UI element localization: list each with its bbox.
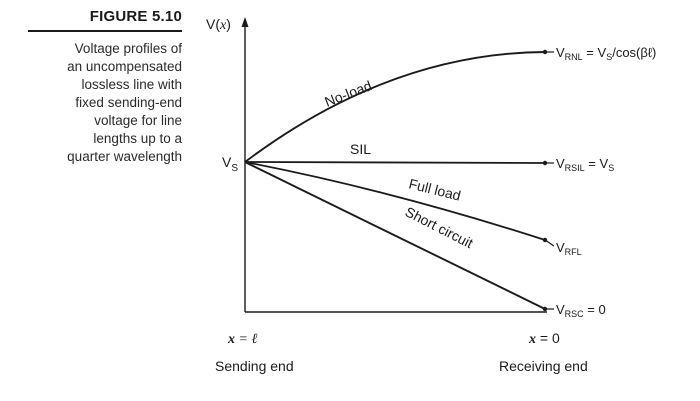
receiving-end-label: Receiving end: [499, 358, 588, 374]
rsc-endpoint-label: VRSC = 0: [545, 302, 606, 319]
y-axis-label: V(x): [206, 16, 231, 33]
sending-end-label: Sending end: [215, 358, 294, 374]
receiving-position-label: x = 0: [528, 330, 560, 347]
svg-text:VRSIL = VS: VRSIL = VS: [556, 156, 614, 173]
source-voltage-label: VS: [222, 154, 238, 174]
y-axis-arrow: [241, 17, 249, 27]
figure-label: FIGURE 5.10: [89, 8, 182, 25]
caption-line: an uncompensated: [67, 59, 182, 74]
rfl-endpoint-label: VRFL: [544, 239, 582, 257]
svg-text:VRNL = VS/cos(βℓ): VRNL = VS/cos(βℓ): [556, 45, 656, 62]
figure-rule: [28, 30, 182, 32]
caption-line: fixed sending-end: [75, 95, 182, 110]
figure-caption-block: FIGURE 5.10 Voltage profiles of an uncom…: [0, 0, 196, 401]
fullload-label: Full load: [407, 175, 462, 203]
svg-text:VRFL: VRFL: [556, 240, 582, 257]
sil-label: SIL: [350, 141, 371, 157]
shortcircuit-line: [244, 161, 546, 310]
caption-line: voltage for line: [94, 113, 182, 128]
caption-line: lengths up to a: [93, 131, 182, 146]
noload-curve: [244, 51, 546, 163]
rnl-endpoint-label: VRNL = VS/cos(βℓ): [545, 45, 656, 62]
noload-label: No-load: [322, 77, 374, 110]
figure-caption: Voltage profiles of an uncompensated los…: [12, 40, 182, 166]
caption-line: lossless line with: [81, 77, 182, 92]
sending-position-label: x = ℓ: [227, 332, 257, 347]
sil-line: [244, 161, 546, 164]
rsil-endpoint-label: VRSIL = VS: [545, 156, 614, 173]
svg-text:VRSC = 0: VRSC = 0: [556, 302, 606, 319]
fullload-curve: [244, 161, 546, 241]
caption-line: Voltage profiles of: [74, 41, 182, 56]
caption-line: quarter wavelength: [67, 149, 182, 164]
